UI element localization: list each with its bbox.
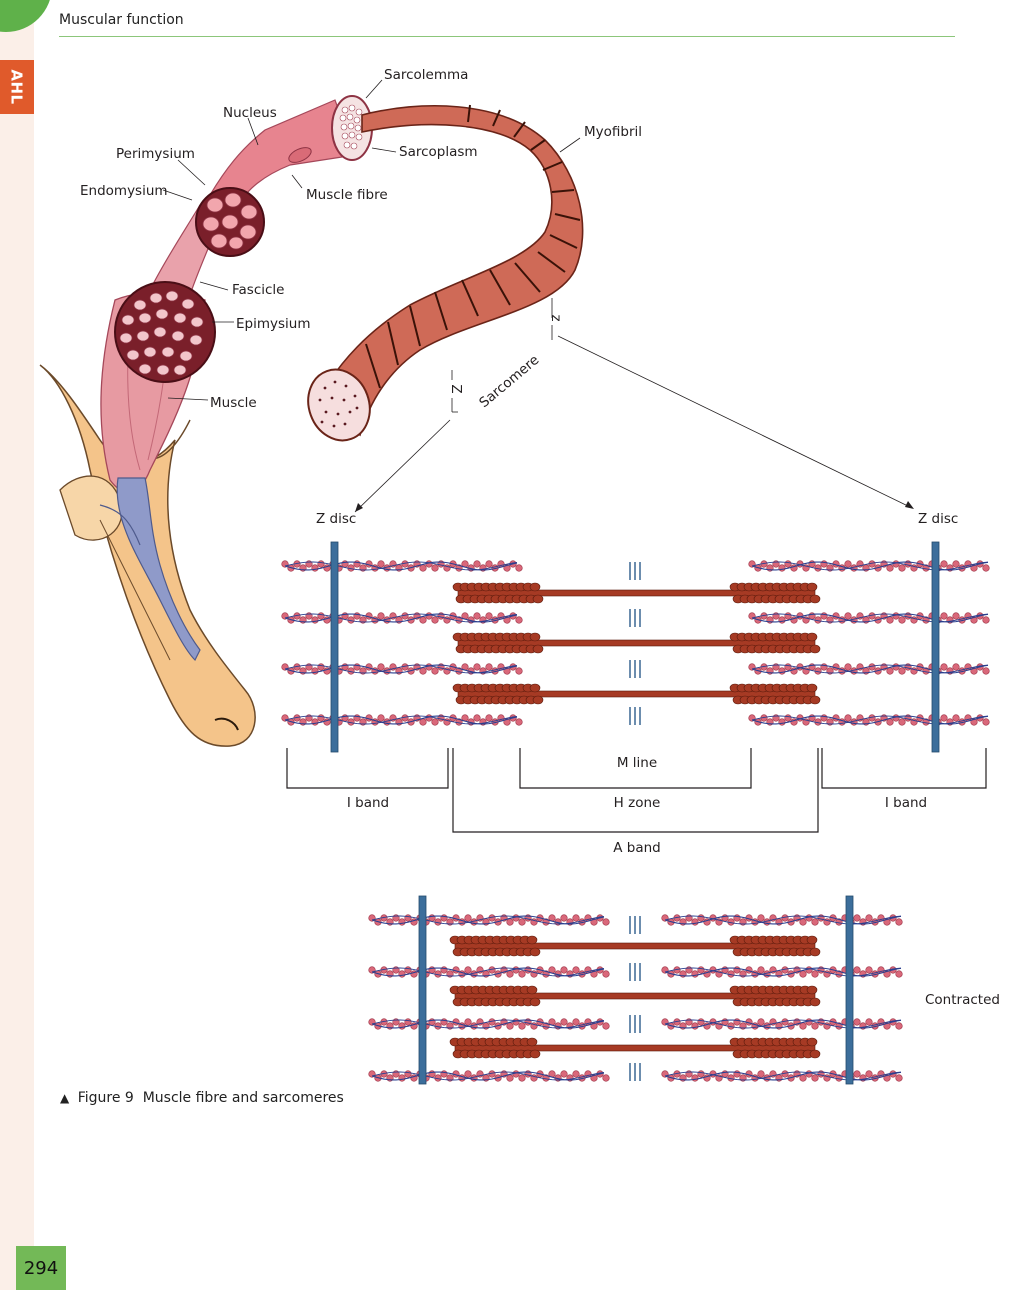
a-band-bracket	[452, 748, 819, 833]
m-line-mark	[629, 1015, 641, 1033]
actin-filament	[368, 966, 610, 978]
actin-filament	[748, 663, 990, 675]
z-disc-left-bar-contracted	[418, 895, 427, 1085]
myosin-filament	[449, 1037, 821, 1059]
leader-lines	[162, 79, 913, 513]
myosin-filament	[449, 935, 821, 957]
label-z-upper: z	[548, 314, 564, 321]
h-zone-bracket	[519, 748, 752, 789]
arrowhead-left	[355, 503, 363, 512]
label-fascicle: Fascicle	[232, 282, 284, 298]
label-sarcolemma: Sarcolemma	[384, 67, 468, 83]
actin-filament	[281, 663, 523, 675]
m-line-mark	[629, 963, 641, 981]
myosin-filament	[452, 582, 821, 604]
myosin-filament	[452, 632, 821, 654]
myosin-filament	[452, 683, 821, 705]
caption-figure-number: Figure 9	[77, 1090, 134, 1106]
caption-text: Muscle fibre and sarcomeres	[142, 1090, 344, 1106]
m-line-mark	[629, 660, 641, 678]
actin-filaments-contracted	[368, 914, 903, 1082]
m-line-marks-contracted	[629, 916, 641, 1081]
label-z-disc-left: Z disc	[316, 511, 356, 527]
label-contracted: Contracted	[925, 992, 1000, 1008]
label-i-band-right: I band	[885, 795, 927, 811]
m-line-mark	[629, 609, 641, 627]
myosin-filaments-contracted	[449, 935, 821, 1059]
label-z-disc-right: Z disc	[918, 511, 958, 527]
label-h-zone: H zone	[614, 795, 661, 811]
label-myofibril: Myofibril	[584, 124, 642, 140]
z-disc-left-bar	[330, 541, 339, 753]
actin-filament	[661, 914, 903, 926]
page-number: 294	[16, 1246, 66, 1290]
actin-filaments	[281, 560, 990, 726]
fibre-cross-section	[331, 95, 373, 161]
actin-filament	[748, 612, 990, 624]
myofibril-tube	[307, 104, 584, 442]
m-line-mark	[629, 1063, 641, 1081]
actin-filament	[661, 1018, 903, 1030]
actin-filament	[368, 914, 610, 926]
label-endomysium: Endomysium	[80, 183, 168, 199]
ahl-side-tab: AHL	[0, 60, 34, 114]
actin-filament	[661, 966, 903, 978]
actin-filament	[281, 714, 523, 726]
actin-filament	[281, 560, 523, 572]
relaxed-sarcomere	[281, 541, 990, 753]
band-brackets	[286, 748, 987, 833]
actin-filament	[748, 560, 990, 572]
actin-filament	[368, 1018, 610, 1030]
z-disc-right-bar	[931, 541, 940, 753]
label-z-lower: Z	[448, 384, 464, 393]
label-sarcoplasm: Sarcoplasm	[399, 144, 478, 160]
label-sarcomere: Sarcomere	[476, 352, 542, 411]
label-m-line: M line	[617, 755, 657, 771]
m-line-mark	[629, 916, 641, 934]
label-perimysium: Perimysium	[116, 146, 195, 162]
label-nucleus: Nucleus	[223, 105, 277, 121]
fascicle-cross-section	[195, 187, 265, 257]
actin-filament	[368, 1070, 610, 1082]
label-i-band-left: I band	[347, 795, 389, 811]
actin-filament	[748, 714, 990, 726]
contracted-sarcomere	[368, 895, 903, 1085]
myosin-filaments	[452, 582, 821, 705]
left-margin-strip	[0, 0, 34, 1290]
label-epimysium: Epimysium	[236, 316, 310, 332]
label-a-band: A band	[613, 840, 661, 856]
actin-filament	[281, 612, 523, 624]
z-disc-right-bar-contracted	[845, 895, 854, 1085]
label-muscle-fibre: Muscle fibre	[306, 187, 388, 203]
myosin-filament	[449, 985, 821, 1007]
actin-filament	[661, 1070, 903, 1082]
figure-caption: ▲ Figure 9 Muscle fibre and sarcomeres	[60, 1090, 344, 1106]
arrowhead-right	[905, 501, 914, 509]
i-band-left-bracket	[286, 748, 449, 789]
m-line-mark	[629, 562, 641, 580]
muscle-cross-section	[114, 281, 216, 383]
m-line-mark	[629, 707, 641, 725]
caption-triangle-icon: ▲	[60, 1091, 70, 1105]
tendon	[99, 477, 201, 662]
m-line-marks	[629, 562, 641, 725]
label-muscle: Muscle	[210, 395, 257, 411]
header-rule	[59, 36, 955, 37]
i-band-right-bracket	[821, 748, 987, 789]
running-title: Muscular function	[59, 12, 184, 28]
